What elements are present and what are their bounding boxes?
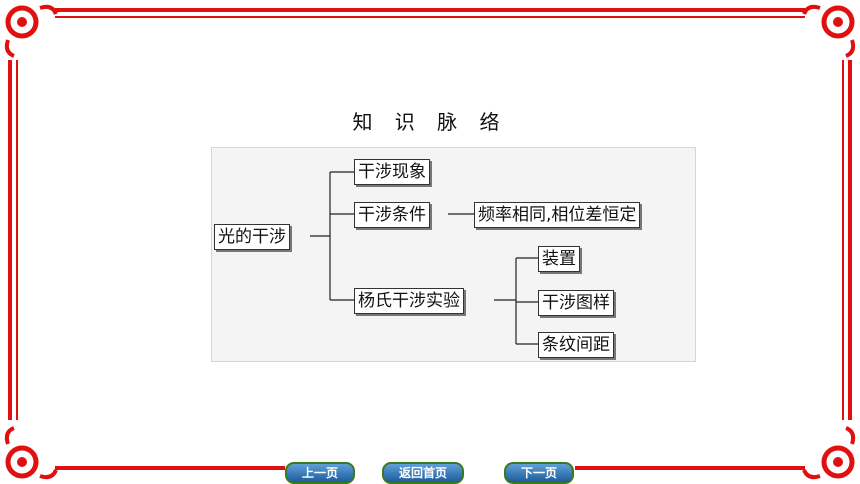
corner-ornament-bottom-left [4,426,58,480]
frame-top-line [55,8,805,12]
home-page-button[interactable]: 返回首页 [382,462,464,484]
frame-top-line-inner [55,16,805,18]
page-title: 知 识 脉 络 [352,110,508,134]
concept-map: 光的干涉 干涉现象 干涉条件 频率相同,相位差恒定 杨氏干涉实验 装置 干涉图样… [211,147,696,362]
frame-bottom-line-right [575,466,805,470]
corner-ornament-top-right [802,4,856,58]
prev-page-button[interactable]: 上一页 [285,462,355,484]
frame-bottom-line-left [55,466,285,470]
leaf-node-fringe-spacing: 条纹间距 [538,332,614,358]
corner-ornament-top-left [4,4,58,58]
leaf-node-condition-detail: 频率相同,相位差恒定 [474,202,641,228]
root-node: 光的干涉 [214,224,290,250]
connector-lines [310,171,538,345]
corner-ornament-bottom-right [802,426,856,480]
frame-right-line [848,60,852,420]
frame-left-line [8,60,12,420]
branch-node-interference-condition: 干涉条件 [354,202,430,228]
branch-node-interference-phenomenon: 干涉现象 [354,159,430,185]
leaf-node-apparatus: 装置 [538,246,580,272]
leaf-node-pattern: 干涉图样 [538,290,614,316]
frame-left-line-inner [16,60,18,420]
next-page-button[interactable]: 下一页 [504,462,574,484]
branch-node-young-experiment: 杨氏干涉实验 [354,288,464,314]
frame-right-line-inner [842,60,844,420]
